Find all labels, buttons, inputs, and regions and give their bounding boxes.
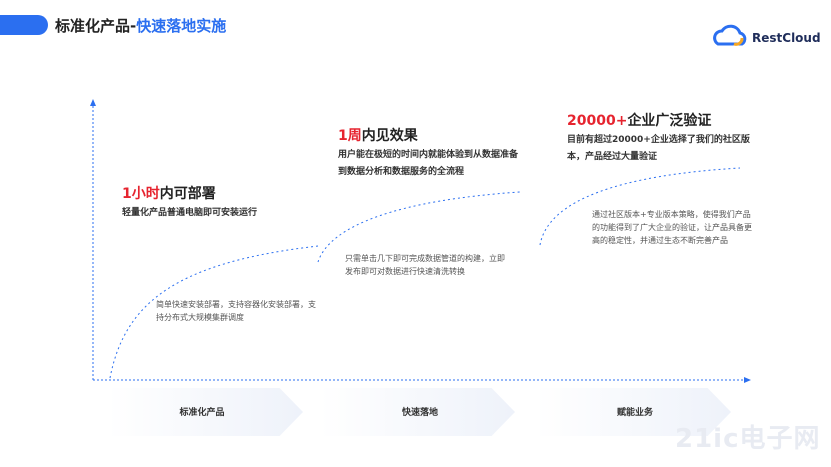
stage-2-desc: 用户能在极短的时间内就能体验到从数据准备到数据分析和数据服务的全流程 — [338, 150, 519, 177]
cloud-logo-icon — [713, 24, 747, 46]
stage-2-heading-rest: 内见效果 — [361, 128, 418, 144]
header-accent-bar — [0, 15, 48, 35]
stage-3-heading-rest: 企业广泛验证 — [627, 113, 712, 129]
stage-1-note: 简单快速安装部署，支持容器化安装部署，支持分布式大规模集群调度 — [156, 300, 316, 322]
stage-1-desc: 轻量化产品普通电脑即可安装运行 — [122, 208, 258, 218]
stage-1-heading-rest: 内可部署 — [159, 186, 216, 202]
chevron-step-1 — [108, 388, 303, 436]
title-accent: 快速落地实施 — [136, 17, 227, 35]
stage-1-heading: 1小时内可部署 — [122, 183, 216, 203]
title-main: 标准化产品- — [55, 17, 137, 35]
stage-2-heading: 1周内见效果 — [338, 125, 418, 145]
brand-name: RestCloud — [752, 31, 821, 45]
chevron-step-3 — [536, 388, 731, 436]
stage-3-heading-highlight: 20000+ — [567, 113, 628, 129]
stage-3-heading: 20000+企业广泛验证 — [567, 110, 711, 130]
watermark: 21ic电子网 — [675, 424, 821, 454]
stage-2-note: 只需单击几下即可完成数据管道的构建，立即发布即可对数据进行快速清洗转换 — [345, 254, 505, 276]
stage-2-heading-highlight: 1周 — [338, 128, 362, 144]
chevron-step-3-label: 赋能业务 — [616, 408, 653, 418]
chevron-step-2-label: 快速落地 — [401, 408, 438, 418]
stage-1-heading-highlight: 1小时 — [122, 186, 160, 202]
stage-3-note: 通过社区版本+专业版本策略，使得我们产品的功能得到了广大企业的验证，让产品具备更… — [592, 210, 752, 245]
page-title: 标准化产品-快速落地实施 — [55, 15, 226, 36]
stage-3-desc: 目前有超过20000+企业选择了我们的社区版本，产品经过大量验证 — [567, 135, 750, 162]
chevron-step-2 — [320, 388, 515, 436]
chevron-step-1-label: 标准化产品 — [179, 408, 225, 418]
